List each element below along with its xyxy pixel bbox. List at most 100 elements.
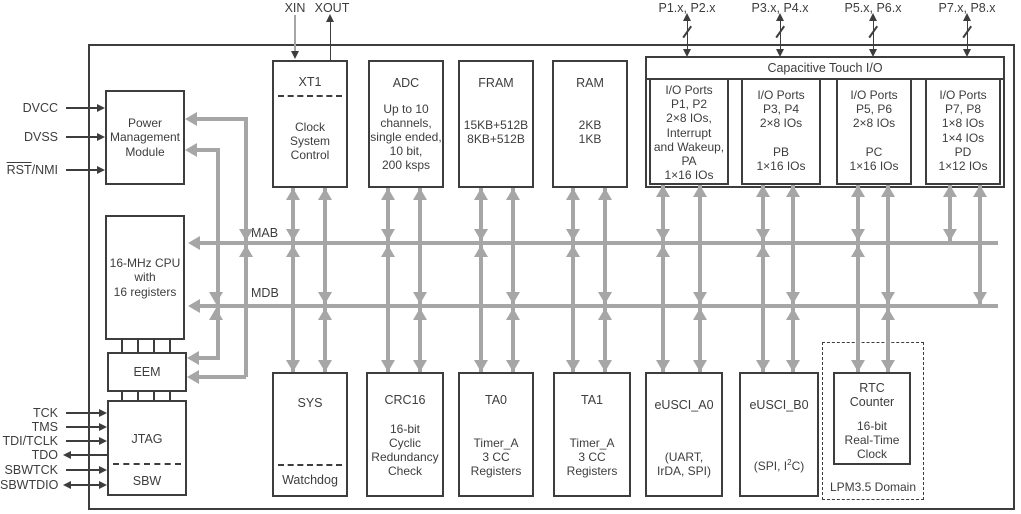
mdb-bus-label: MDB [251,286,279,300]
pin-tdo-wire [71,454,107,456]
pin-tms-wire [66,426,100,428]
bus-wire [791,185,795,304]
bus-wire [791,308,795,372]
bus-arrowhead-icon [693,360,707,372]
bus-arrowhead-icon [851,245,865,257]
bus-arrowhead-icon [881,292,895,304]
bus-arrowhead-icon [474,229,488,241]
bus-wire [418,308,422,372]
bus-wire [761,185,765,241]
pin-p5p6-arrow-up-icon [869,13,877,21]
pin-p3p4-arrow-down-icon [776,49,784,57]
bus-arrowhead-icon [474,360,488,372]
bus-arrowhead-icon [973,292,987,304]
connector-line [153,340,155,352]
pin-tms-arrow-icon [99,422,107,431]
ta1-body: Timer_A 3 CC Registers [566,436,618,478]
bus-arrowhead-icon [566,229,580,241]
bus-arrowhead-icon [566,188,580,200]
pin-dvss-label: DVSS [23,130,58,144]
bus-wire [571,188,575,241]
adc-body: Up to 10 channels, single ended, 10 bit,… [370,102,442,172]
fram-body: 15KB+512B 8KB+512B [463,118,529,146]
bus-arrowhead-icon [598,292,612,304]
bus-arrowhead-icon [506,360,520,372]
ioport-p7p8-body: I/O Ports P7, P8 1×8 IOs 1×4 IOs PD 1×12… [938,88,988,174]
pin-tck-wire [66,412,100,414]
bus-wire [196,241,998,245]
bus-wire [196,304,998,308]
bus-wire [197,117,248,121]
sys-title: SYS [297,396,323,410]
bus-wire [886,308,890,372]
block-crc16: CRC16 16-bit Cyclic Redundancy Check [366,372,444,497]
bus-arrowhead-icon [318,292,332,304]
bus-arrowhead-icon [598,188,612,200]
block-fram: FRAM 15KB+512B 8KB+512B [458,60,534,188]
pin-p7p8-arrow-down-icon [963,49,971,57]
bus-arrowhead-icon [851,229,865,241]
pin-p1p2-arrow-down-icon [683,49,691,57]
lpm35-domain-label: LPM3.5 Domain [829,480,917,494]
bus-arrowhead-icon [656,245,670,257]
ram-title: RAM [576,76,604,90]
bus-arrowhead-icon [413,188,427,200]
bus-arrowhead-icon [656,360,670,372]
pin-dvcc-wire [66,107,98,109]
pin-dvcc-label: DVCC [22,101,58,115]
bus-arrowhead-icon [474,245,488,257]
bus-arrowhead-icon [209,308,223,320]
bus-wire [978,185,982,304]
cpu-body: 16-MHz CPU with 16 registers [109,255,181,299]
block-ioport-p1p2: I/O Ports P1, P2 2×8 IOs, Interrupt and … [649,78,729,185]
ioport-p3p4-body: I/O Ports P3, P4 2×8 IOs PB 1×16 IOs [756,88,806,174]
pin-sbwtdio-arrow-right-icon [99,480,107,489]
bus-arrowhead-icon [566,245,580,257]
bus-arrowhead-icon [851,360,865,372]
pin-rst-wire [66,169,98,171]
block-ioport-p5p6: I/O Ports P5, P6 2×8 IOs PC 1×16 IOs [836,78,912,185]
bus-arrowhead-icon [756,245,770,257]
pin-p5p6-label: P5.x, P6.x [844,1,902,15]
bus-wire [199,356,218,360]
pin-p7p8-arrow-up-icon [963,13,971,21]
bus-wire [199,375,246,379]
eem-title: EEM [133,365,161,379]
sys-separator [278,464,342,466]
pin-p3p4-arrow-up-icon [776,13,784,21]
bus-arrowhead-icon [185,112,197,126]
pin-sbwtdio-arrow-left-icon [63,480,71,489]
connector-line [153,392,155,400]
bus-wire [511,308,515,372]
bus-wire [603,308,607,372]
watchdog-title: Watchdog [282,473,338,487]
pin-tck-label: TCK [33,406,58,420]
bus-arrowhead-icon [598,360,612,372]
bus-wire [698,308,702,372]
eusci-b0-body: (SPI, I2C) [753,458,805,473]
bus-arrowhead-icon [881,185,895,197]
bus-arrowhead-icon [474,188,488,200]
bus-arrowhead-icon [786,292,800,304]
bus-arrowhead-icon [381,188,395,200]
ram-body: 2KB 1KB [578,118,602,146]
pin-xout-wire [329,22,331,60]
bus-wire [886,185,890,304]
ioport-p1p2-body: I/O Ports P1, P2 2×8 IOs, Interrupt and … [653,83,725,183]
bus-arrowhead-icon [786,308,800,320]
block-pmm: Power Management Module [105,90,185,185]
jtag-sbw-separator [113,463,181,465]
xt1-body: Clock System Control [289,120,330,162]
rtc-body: 16-bit Real-Time Clock [844,419,900,461]
pin-p5p6-arrow-down-icon [869,49,877,57]
block-cpu: 16-MHz CPU with 16 registers [105,215,185,340]
pin-dvcc-arrow-icon [97,103,105,112]
bus-wire [386,245,390,372]
bus-arrowhead-icon [413,360,427,372]
bus-wire [761,245,765,372]
bus-wire [603,188,607,304]
block-xt1: XT1 Clock System Control [272,60,348,188]
pin-xout-arrow-icon [326,14,334,22]
pin-sbwtck-label: SBWTCK [4,463,58,477]
